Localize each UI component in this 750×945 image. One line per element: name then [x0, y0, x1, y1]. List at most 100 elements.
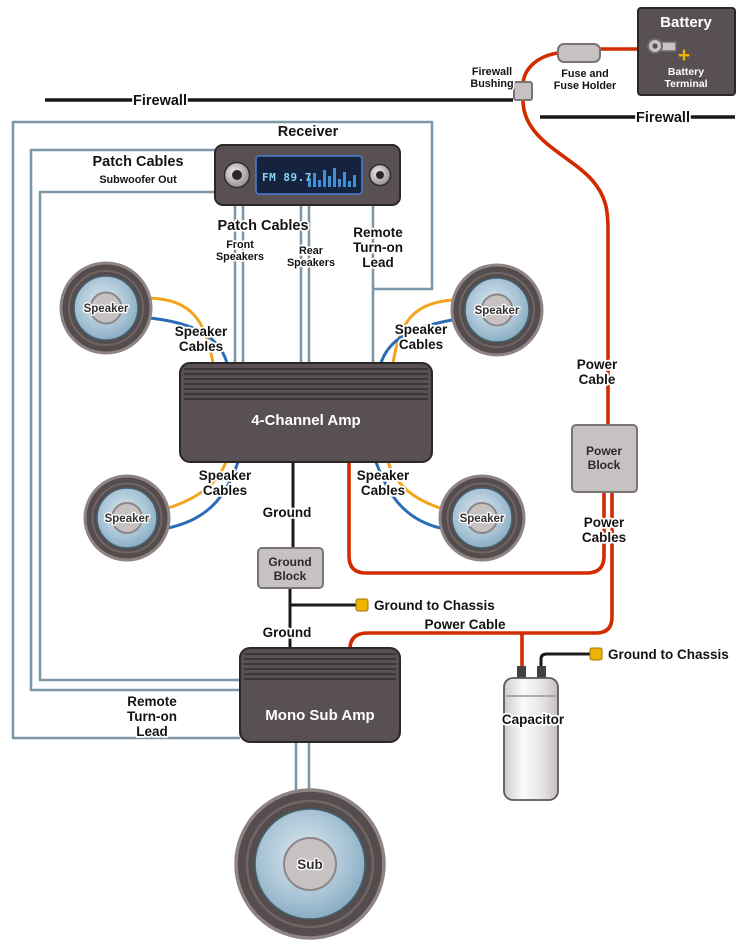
power-block: [571, 424, 638, 493]
power-cable-label-1: Power: [577, 357, 618, 372]
receiver-display-text: FM 89.7: [262, 171, 312, 184]
ground-block-label-2: Block: [274, 569, 307, 583]
speaker-wire-rr-b: [374, 461, 441, 530]
speaker-cables-fr-2: Cables: [399, 337, 443, 352]
speaker-wires: [149, 296, 453, 530]
ground-wire-capacitor: [539, 652, 590, 668]
speaker-cables-fr-1: Speaker: [395, 322, 448, 337]
power-cable-label-2: Cable: [579, 372, 616, 387]
ground-chassis-mid-label: Ground to Chassis: [374, 598, 495, 613]
battery-terminal-stub: [660, 41, 677, 52]
patch-left-label-2: Subwoofer Out: [99, 174, 177, 186]
firewall-label-right: Firewall: [636, 110, 690, 126]
ground-wires: [288, 462, 590, 668]
chassis-connector-tip-right: [589, 647, 603, 661]
capacitor-label: Capacitor: [502, 712, 565, 727]
fuse-label-1: Fuse and: [561, 68, 608, 80]
capacitor-terminal-ground: [537, 666, 546, 680]
signal-wires: [11, 120, 434, 792]
amp4-label: 4-Channel Amp: [251, 412, 360, 429]
sub-label: Sub: [297, 857, 323, 872]
speaker-wire-fl-a: [149, 296, 215, 364]
receiver-knob-left-center: [232, 170, 242, 180]
remote-bottom-label-1: Remote: [127, 694, 177, 709]
speaker-cables-rl-2: Cables: [203, 483, 247, 498]
speaker-wire-fl-b: [149, 316, 229, 364]
battery-terminal-label-1: Battery: [668, 66, 704, 78]
remote-bottom-label-3: Lead: [136, 724, 168, 739]
power-cable-fuse-to-block: [521, 51, 610, 425]
patch-left-label-1: Patch Cables: [92, 154, 183, 170]
remote-lead-to-mono-amp: [11, 120, 434, 740]
speaker-wire-rr-a: [386, 461, 441, 510]
labels: Battery + Battery Terminal Fuse and Fuse…: [91, 14, 731, 741]
speaker-front-left: Speaker: [59, 261, 153, 355]
speaker-cables-rr-1: Speaker: [357, 468, 410, 483]
subwoofer: Sub: [234, 788, 386, 940]
firewall-bushing: [513, 81, 533, 101]
bushing-label-2: Bushing: [470, 78, 513, 90]
speaker-cables-fl-2: Cables: [179, 339, 223, 354]
mono-sub-amp: [239, 647, 401, 743]
speaker-label: Speaker: [84, 303, 129, 315]
patch-cable-subwoofer-2: [38, 190, 240, 682]
ground-chassis-right-label: Ground to Chassis: [608, 647, 729, 662]
rear-speakers-label-2: Speakers: [287, 257, 335, 269]
speaker-cables-rr-2: Cables: [361, 483, 405, 498]
speaker-label: Speaker: [105, 513, 150, 525]
power-block-label-1: Power: [586, 444, 622, 458]
remote-top-label-2: Turn-on: [353, 240, 403, 255]
power-cables-label-1: Power: [584, 515, 625, 530]
ring-terminal-hole: [652, 43, 658, 49]
patch-bottom-title: Patch Cables: [217, 218, 308, 234]
ground-label-bottom: Ground: [263, 625, 312, 640]
firewall-lines: [45, 98, 735, 119]
power-block-label-2: Block: [588, 458, 621, 472]
speaker-wire-rl-a: [167, 461, 228, 510]
remote-bottom-label-2: Turn-on: [127, 709, 177, 724]
ground-label-top: Ground: [263, 505, 312, 520]
speaker-rear-right: Speaker: [438, 474, 526, 562]
battery-plus-sign: +: [678, 44, 690, 67]
remote-top-label-3: Lead: [362, 255, 394, 270]
ground-block: [257, 547, 324, 589]
speaker-front-right: Speaker: [450, 263, 544, 357]
patch-cable-subwoofer-1: [29, 148, 240, 692]
chassis-connector-tip-mid: [355, 598, 369, 612]
power-cable-block-to-4ch-amp: [347, 462, 606, 575]
power-cable-mono-label: Power Cable: [424, 617, 506, 632]
receiver: [214, 144, 401, 206]
battery-title: Battery: [660, 14, 712, 31]
speaker-wire-rl-b: [167, 461, 240, 530]
speaker-wire-fr-b: [379, 318, 453, 364]
amp-fins: [244, 653, 396, 680]
speaker-label: Speaker: [460, 513, 505, 525]
speaker-cables-fl-1: Speaker: [175, 324, 228, 339]
speaker-rear-left: Speaker: [83, 474, 171, 562]
battery: [637, 7, 736, 96]
front-speakers-label-2: Speakers: [216, 251, 264, 263]
speaker-wire-fr-a: [391, 298, 453, 364]
spectrum-bars-icon: [308, 168, 356, 187]
speaker-label: Speaker: [475, 305, 520, 317]
receiver-title: Receiver: [278, 124, 339, 140]
capacitor-body: [503, 677, 559, 801]
ground-block-label-1: Ground: [268, 555, 311, 569]
firewall-label-left: Firewall: [133, 93, 187, 109]
capacitor-terminal-positive: [517, 666, 526, 680]
capacitor: [503, 666, 559, 801]
fuse-holder: [557, 43, 601, 63]
speaker-cables-rl-1: Speaker: [199, 468, 252, 483]
power-cables-label-2: Cables: [582, 530, 626, 545]
battery-terminal-label-2: Terminal: [665, 78, 708, 90]
receiver-knob-right-center: [376, 171, 384, 179]
fuse-label-2: Fuse Holder: [554, 80, 617, 92]
rear-speakers-label-1: Rear: [299, 245, 324, 257]
front-speakers-label-1: Front: [226, 239, 254, 251]
mono-amp-label: Mono Sub Amp: [265, 707, 374, 724]
power-cable-block-to-mono-amp: [348, 492, 614, 652]
amp-fins: [184, 368, 428, 400]
remote-top-label-1: Remote: [353, 225, 403, 240]
bushing-label-1: Firewall: [472, 66, 512, 78]
